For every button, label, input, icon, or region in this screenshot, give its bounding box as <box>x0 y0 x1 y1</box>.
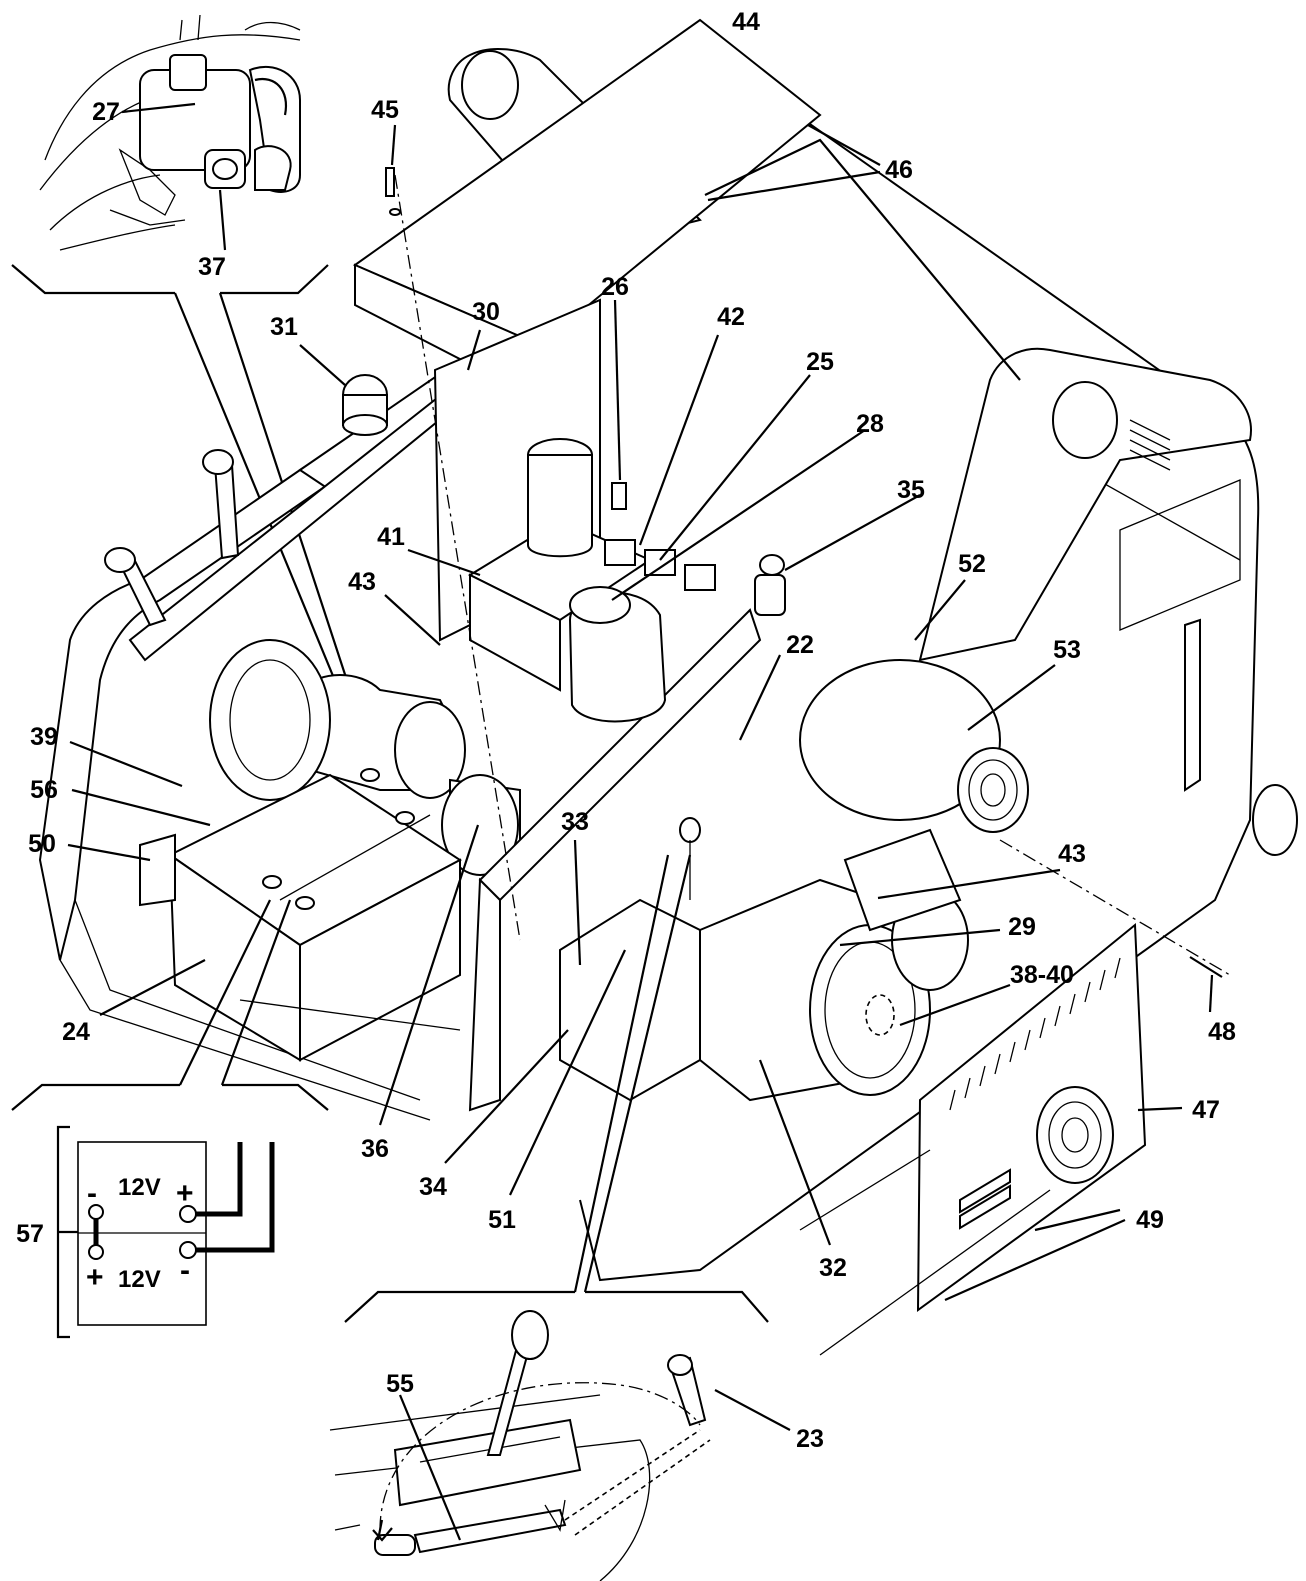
callout-57: 57 <box>16 1220 44 1248</box>
callout-53: 53 <box>1053 636 1081 664</box>
callout-55: 55 <box>386 1370 414 1398</box>
callout-39: 39 <box>30 723 58 751</box>
pin-45 <box>385 167 395 197</box>
axis-line-45 <box>394 174 521 941</box>
inset-bracket-top-left <box>11 264 175 295</box>
callout-48: 48 <box>1208 1018 1236 1046</box>
callout-52: 52 <box>958 550 986 578</box>
sign-bottom-right: - <box>180 1254 190 1287</box>
terminal-bottom-left <box>88 1244 104 1260</box>
callout-28: 28 <box>856 410 884 438</box>
callout-51: 51 <box>488 1206 516 1234</box>
callout-25: 25 <box>806 348 834 376</box>
voltage-label-bottom: 12V <box>118 1266 161 1293</box>
lever-bracket-right <box>585 1290 769 1323</box>
wiring-bracket-left <box>11 1083 180 1111</box>
hidden-flange <box>865 994 895 1036</box>
callout-45: 45 <box>371 96 399 124</box>
callout-43-lower: 43 <box>1058 840 1086 868</box>
callout-35: 35 <box>897 476 925 504</box>
wiring-pointer-left <box>179 899 271 1086</box>
callout-29: 29 <box>1008 913 1036 941</box>
callout-56: 56 <box>30 776 58 804</box>
callout-42: 42 <box>717 303 745 331</box>
battery-wiring-diagram: 12V 12V - + + - <box>56 1125 275 1339</box>
leader-lines <box>67 102 1214 1541</box>
callout-38-40: 38-40 <box>1010 961 1074 989</box>
callout-43-upper: 43 <box>348 568 376 596</box>
callout-23: 23 <box>796 1425 824 1453</box>
callout-41: 41 <box>377 523 405 551</box>
callout-22: 22 <box>786 631 814 659</box>
sign-bottom-left: + <box>86 1261 104 1294</box>
pin-48 <box>1189 956 1223 978</box>
callout-32: 32 <box>819 1254 847 1282</box>
callout-30: 30 <box>472 298 500 326</box>
lever-pointer-left <box>573 854 670 1293</box>
inset-bracket-top-right <box>220 264 329 295</box>
pump-detail-inset <box>39 14 301 251</box>
sign-top-right: + <box>176 1177 194 1210</box>
wiring-pointer-right <box>220 899 292 1086</box>
callouts: 44 45 46 27 37 26 31 30 42 25 28 35 41 4… <box>16 8 1236 1453</box>
callout-50: 50 <box>28 830 56 858</box>
callout-26: 26 <box>601 273 629 301</box>
voltage-label-top: 12V <box>118 1174 161 1201</box>
sign-top-left: - <box>87 1177 97 1210</box>
terminal-top-left <box>88 1204 104 1220</box>
callout-49: 49 <box>1136 1206 1164 1234</box>
lever-pointer-right <box>583 854 692 1293</box>
callout-24: 24 <box>62 1018 90 1046</box>
positive-output-lead <box>196 1142 243 1217</box>
callout-33: 33 <box>561 808 589 836</box>
lever-detail-inset <box>329 1310 711 1581</box>
callout-31: 31 <box>270 313 298 341</box>
callout-37: 37 <box>198 253 226 281</box>
machine-frame <box>38 18 1298 1356</box>
callout-44: 44 <box>732 8 760 36</box>
callout-27: 27 <box>92 98 120 126</box>
callout-36: 36 <box>361 1135 389 1163</box>
lever-bracket-left <box>344 1290 575 1323</box>
callout-46: 46 <box>885 156 913 184</box>
callout-47: 47 <box>1192 1096 1220 1124</box>
wiring-bracket-right <box>222 1083 329 1111</box>
negative-output-lead <box>196 1142 275 1253</box>
axis-line-48 <box>999 839 1231 976</box>
callout-34: 34 <box>419 1173 447 1201</box>
